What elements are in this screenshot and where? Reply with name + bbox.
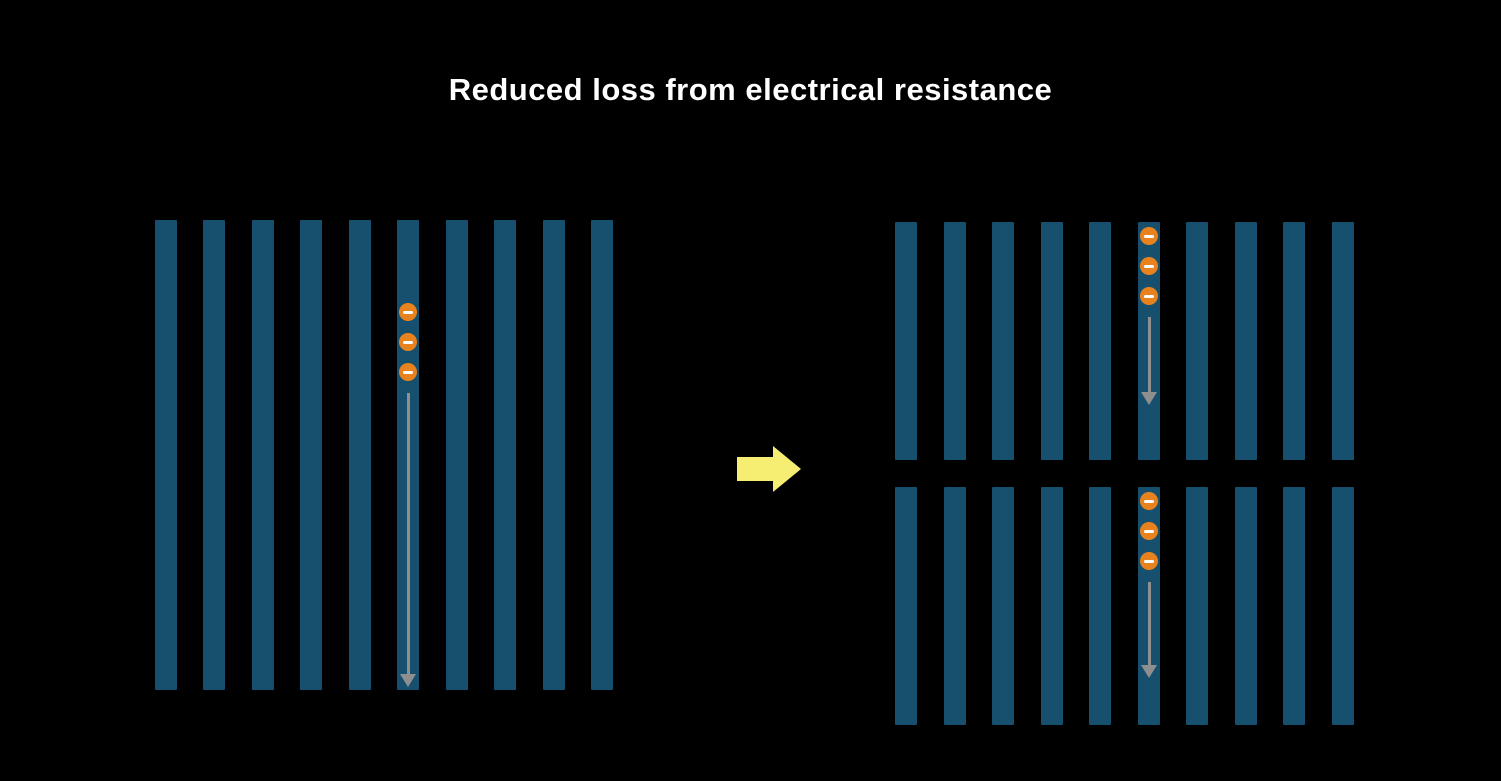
cell-bar <box>1186 487 1209 725</box>
cell-bar <box>300 220 323 690</box>
arrow-down-icon <box>1141 665 1157 678</box>
cell-bar <box>542 220 565 690</box>
cell-bar <box>1283 222 1306 460</box>
arrow-down-icon <box>1141 392 1157 405</box>
flow-arrow-shaft <box>1147 582 1151 665</box>
diagram-title: Reduced loss from electrical resistance <box>448 72 1053 107</box>
cell-bar <box>943 222 966 460</box>
electron-icon <box>399 303 417 321</box>
arrow-right-icon <box>737 446 801 492</box>
electron-flow-right-bottom <box>1139 492 1159 678</box>
minus-icon <box>1144 264 1154 268</box>
cell-bar <box>895 487 917 725</box>
cell-bar <box>992 487 1015 725</box>
cell-bar <box>1234 222 1257 460</box>
arrow-down-icon <box>400 674 416 687</box>
electron-icon <box>1140 227 1158 245</box>
electron-icon <box>1140 257 1158 275</box>
cell-bar <box>992 222 1015 460</box>
electron-icon <box>1140 287 1158 305</box>
full-cell-bar-group <box>155 220 613 690</box>
minus-icon <box>1144 294 1154 298</box>
cell-bar <box>445 220 468 690</box>
cell-bar <box>943 487 966 725</box>
cell-bar <box>895 222 917 460</box>
cell-bar <box>1234 487 1257 725</box>
electron-icon <box>1140 522 1158 540</box>
cell-bar <box>348 220 371 690</box>
electron-icon <box>399 333 417 351</box>
cell-bar <box>251 220 274 690</box>
electron-icon <box>1140 552 1158 570</box>
cell-bar <box>1040 487 1063 725</box>
cell-bar <box>1186 222 1209 460</box>
electron-flow-left <box>398 303 418 687</box>
cell-bar <box>590 220 613 690</box>
minus-icon <box>403 310 413 314</box>
minus-icon <box>1144 499 1154 503</box>
electron-icon <box>399 363 417 381</box>
cell-bar <box>1283 487 1306 725</box>
half-cell-bar-group-bottom <box>895 487 1354 725</box>
cell-bar <box>494 220 517 690</box>
flow-arrow-shaft <box>1147 317 1151 392</box>
flow-arrow-shaft <box>406 393 410 674</box>
cell-bar <box>1331 222 1354 460</box>
minus-icon <box>403 340 413 344</box>
electron-flow-right-top <box>1139 227 1159 405</box>
cell-bar <box>1089 487 1112 725</box>
minus-icon <box>403 370 413 374</box>
half-cell-bar-group-top <box>895 222 1354 460</box>
minus-icon <box>1144 559 1154 563</box>
cell-bar <box>203 220 226 690</box>
cell-bar <box>155 220 177 690</box>
minus-icon <box>1144 529 1154 533</box>
cell-bar <box>1040 222 1063 460</box>
cell-bar <box>1089 222 1112 460</box>
cell-bar <box>1331 487 1354 725</box>
minus-icon <box>1144 234 1154 238</box>
electron-icon <box>1140 492 1158 510</box>
